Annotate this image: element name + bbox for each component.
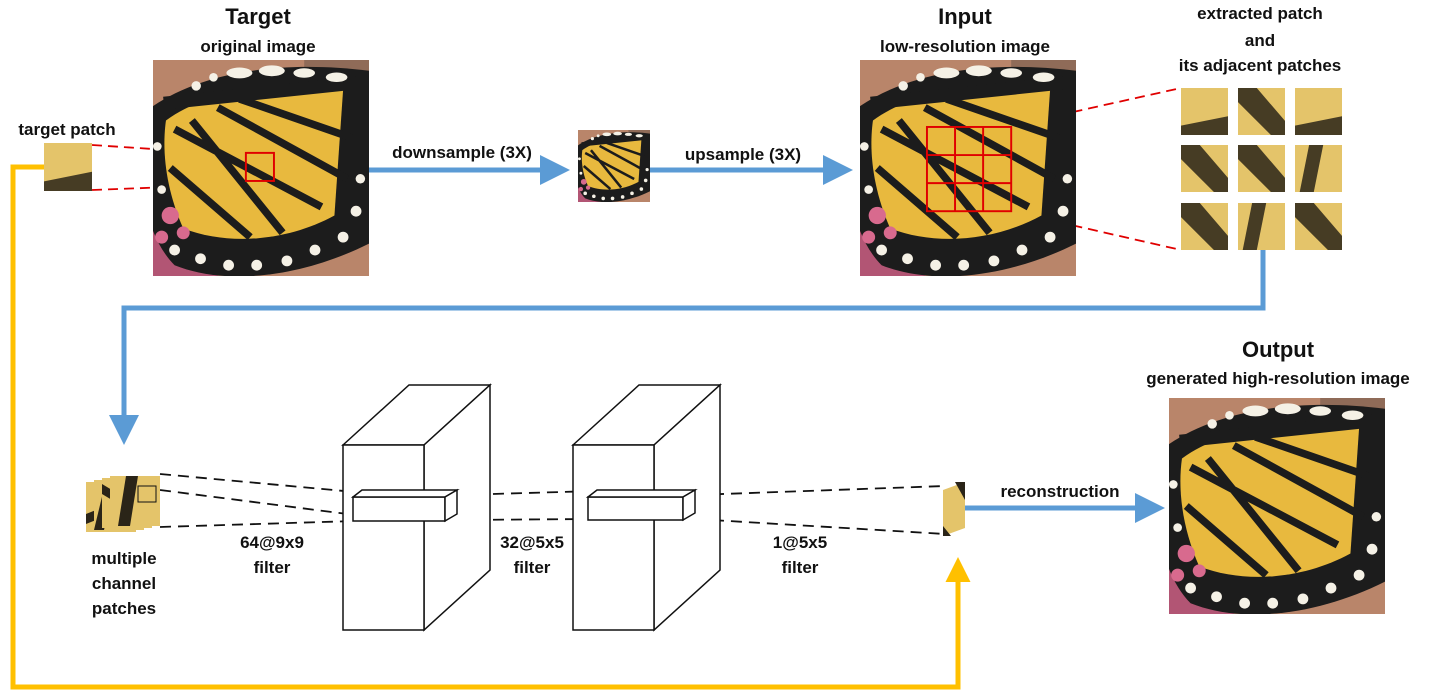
- output-heading: Output: [1241, 337, 1315, 362]
- adjacent-patch: [1181, 203, 1228, 250]
- filter-1-word: filter: [253, 558, 291, 577]
- adjacent-patch: [1181, 145, 1228, 192]
- target-patch-thumbnail: [44, 143, 92, 191]
- patches-line3: its adjacent patches: [1178, 56, 1342, 75]
- feature-map-cube-1: [341, 383, 492, 632]
- filter-3-word: filter: [781, 558, 819, 577]
- adjacent-patch: [1238, 203, 1285, 250]
- adjacent-patch: [1238, 88, 1285, 135]
- upsample-label: upsample (3X): [684, 145, 802, 164]
- downsampled-image: [578, 130, 650, 202]
- filter-2-size: 32@5x5: [500, 533, 564, 552]
- patch-flow-arrow: [109, 250, 1266, 445]
- target-subheading: original image: [200, 37, 316, 56]
- adjacent-patch: [1295, 88, 1342, 135]
- patches-line2: and: [1244, 31, 1276, 50]
- adjacent-patch: [1295, 145, 1342, 192]
- filter-1-size: 64@9x9: [240, 533, 304, 552]
- adjacent-patch: [1295, 203, 1342, 250]
- input-heading: Input: [938, 4, 992, 29]
- output-image: [1169, 398, 1385, 614]
- reconstructed-patch: [943, 482, 965, 536]
- reconstruction-label: reconstruction: [1000, 482, 1120, 501]
- output-subheading: generated high-resolution image: [1146, 369, 1410, 388]
- multi-channel-line2: channel: [91, 574, 157, 593]
- multi-channel-patch-stack: [86, 474, 162, 532]
- residual-arrow: [10, 164, 971, 690]
- downsample-label: downsample (3X): [392, 143, 532, 162]
- filter-2-word: filter: [513, 558, 551, 577]
- multi-channel-line1: multiple: [91, 549, 157, 568]
- target-patch-label: target patch: [18, 120, 116, 139]
- extracted-patch: [1238, 145, 1285, 192]
- input-image: [860, 60, 1076, 276]
- feature-map-cube-2: [571, 383, 722, 632]
- patches-line1: extracted patch: [1197, 4, 1323, 23]
- multi-channel-line3: patches: [91, 599, 157, 618]
- target-image: [153, 60, 369, 276]
- input-subheading: low-resolution image: [879, 37, 1051, 56]
- adjacent-patch: [1181, 88, 1228, 135]
- target-heading: Target: [225, 4, 291, 29]
- filter-3-size: 1@5x5: [772, 533, 828, 552]
